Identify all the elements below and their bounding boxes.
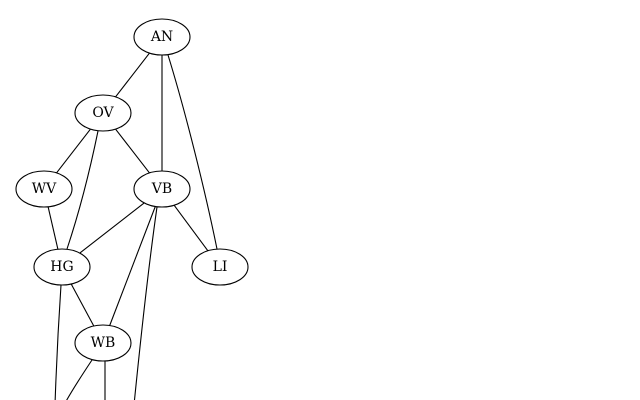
node-an: AN xyxy=(133,18,191,56)
edge-ov-wv xyxy=(56,128,91,174)
edge-hg-wb xyxy=(70,283,95,327)
edge-vb-hg xyxy=(79,202,145,254)
node-ellipse xyxy=(191,248,249,286)
node-label: HG xyxy=(50,259,73,275)
edge-wb-offscreen-left xyxy=(66,359,93,400)
edge-an-li xyxy=(167,54,218,250)
node-label: WV xyxy=(32,181,57,197)
node-label: OV xyxy=(92,105,114,121)
node-wb: WB xyxy=(74,324,132,362)
edge-vb-li xyxy=(173,204,209,252)
edge-ov-hg xyxy=(66,130,99,250)
node-label: VB xyxy=(151,181,172,197)
node-li: LI xyxy=(191,248,249,286)
node-ov: OV xyxy=(74,94,132,132)
edge-hg-offscreen xyxy=(54,284,62,400)
node-ellipse xyxy=(133,170,191,208)
edge-vb-wb xyxy=(109,206,156,326)
node-ellipse xyxy=(15,170,73,208)
edge-wv-hg xyxy=(47,206,59,250)
edges-layer xyxy=(47,52,218,400)
nodes-layer: AN OV WV VB HG LI WB xyxy=(15,18,249,362)
node-ellipse xyxy=(133,18,191,56)
node-ellipse xyxy=(33,248,91,286)
node-ellipse xyxy=(74,324,132,362)
node-label: AN xyxy=(150,29,173,45)
node-vb: VB xyxy=(133,170,191,208)
edge-vb-offscreen xyxy=(133,206,158,400)
edge-ov-vb xyxy=(115,128,150,174)
node-hg: HG xyxy=(33,248,91,286)
node-label: WB xyxy=(91,335,116,351)
node-label: LI xyxy=(213,259,228,275)
node-wv: WV xyxy=(15,170,73,208)
edge-an-ov xyxy=(115,52,150,98)
node-ellipse xyxy=(74,94,132,132)
